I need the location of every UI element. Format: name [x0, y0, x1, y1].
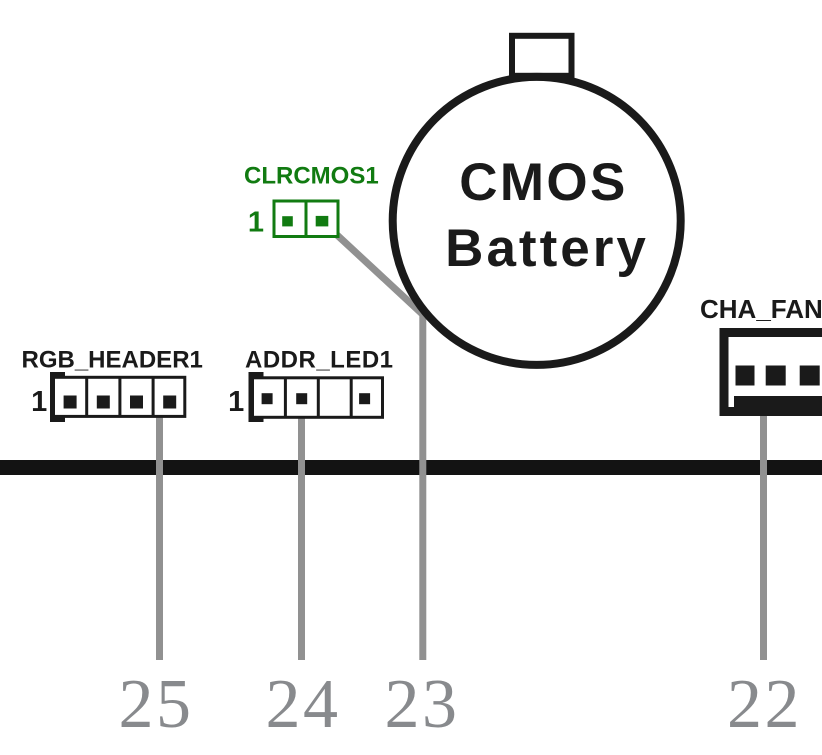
svg-text:1: 1	[228, 386, 244, 418]
svg-text:1: 1	[31, 386, 47, 418]
svg-text:1: 1	[248, 207, 264, 239]
svg-text:24: 24	[266, 666, 341, 743]
svg-text:Battery: Battery	[445, 219, 649, 278]
svg-text:RGB_HEADER1: RGB_HEADER1	[22, 347, 203, 374]
svg-text:CLRCMOS1: CLRCMOS1	[244, 163, 379, 190]
svg-text:CHA_FAN1: CHA_FAN1	[700, 294, 822, 324]
svg-text:23: 23	[385, 666, 460, 743]
svg-text:22: 22	[727, 666, 802, 743]
svg-text:CMOS: CMOS	[459, 153, 628, 212]
svg-text:25: 25	[119, 666, 194, 743]
svg-text:ADDR_LED1: ADDR_LED1	[245, 347, 394, 374]
